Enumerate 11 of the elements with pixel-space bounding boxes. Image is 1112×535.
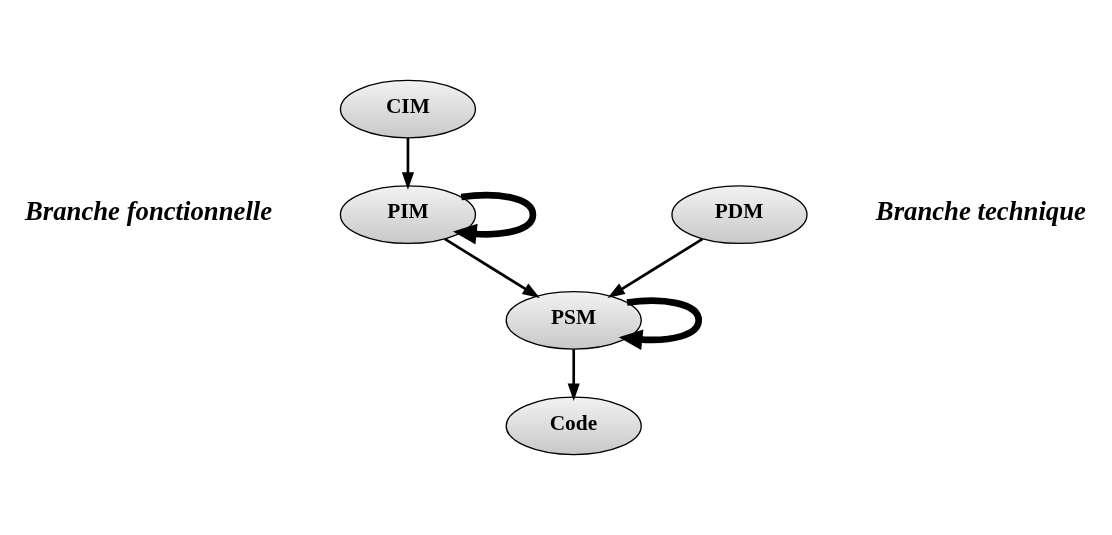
- arrow: [452, 191, 537, 245]
- node-ellipse: PDM: [671, 185, 808, 245]
- arrow: [401, 138, 415, 190]
- arrow: [618, 297, 703, 351]
- node-ellipse: CIM: [339, 79, 477, 139]
- label: Branche fonctionnelle: [24, 196, 273, 227]
- label: Branche technique: [875, 196, 1086, 227]
- arrow: [607, 237, 704, 298]
- arrow: [567, 349, 580, 401]
- arrow: [444, 237, 540, 298]
- node-ellipse: Code: [505, 396, 642, 456]
